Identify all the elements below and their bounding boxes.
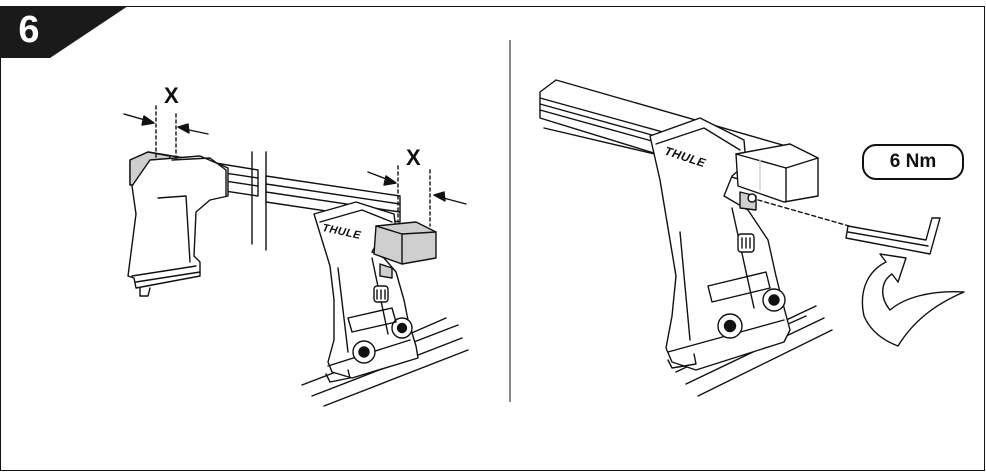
right-illustration bbox=[539, 79, 965, 397]
foot-left-back bbox=[127, 155, 229, 297]
left-illustration bbox=[123, 105, 469, 407]
bar-end-cap-right bbox=[373, 221, 437, 265]
bar-end-cap bbox=[735, 143, 819, 203]
dimension-x-left bbox=[123, 105, 209, 161]
torque-label: 6 Nm bbox=[862, 144, 964, 180]
dimension-label-x-right: X bbox=[406, 145, 421, 170]
dimension-label-x-left: X bbox=[164, 83, 179, 108]
step-number: 6 bbox=[18, 9, 40, 51]
rotation-arrow-icon bbox=[861, 253, 965, 347]
foot-left-front bbox=[313, 201, 419, 383]
step-badge bbox=[0, 6, 128, 58]
sheet-border bbox=[0, 6, 985, 471]
hex-key bbox=[845, 217, 941, 255]
foot-right bbox=[649, 117, 791, 371]
dimension-x-right bbox=[367, 165, 467, 227]
tool-guide-line bbox=[757, 199, 857, 229]
